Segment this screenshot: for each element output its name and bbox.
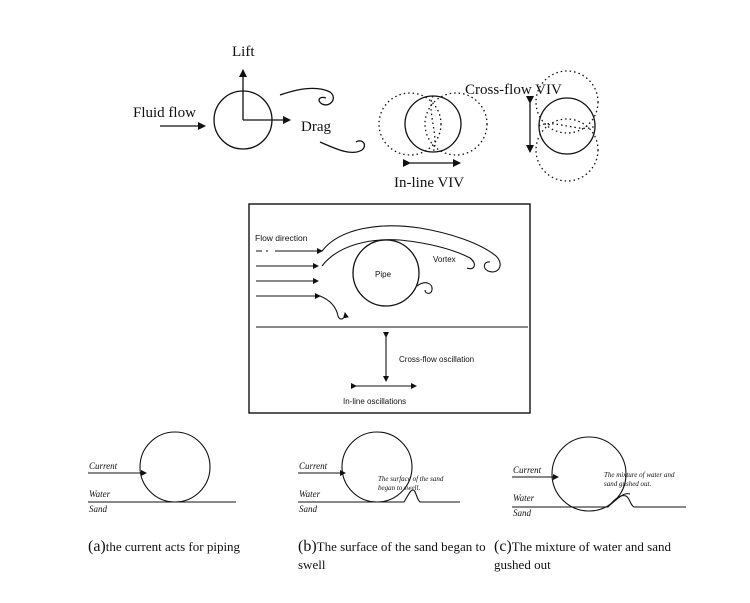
vortex-label: Vortex [433,255,456,264]
inline-viv-ghost-right [424,92,488,156]
middle-figure-frame [248,203,531,414]
crossflow-viv-ghost-top [535,70,599,134]
cross-flow-oscillation-label: Cross-flow oscillation [399,355,474,364]
panel-a-pipe [139,431,211,503]
crossflow-viv-ghost-bottom [535,118,599,182]
panel-c-note-line2: sand gushed out. [604,480,652,488]
lift-label: Lift [232,44,255,60]
panel-b-current-label: Current [299,461,328,471]
panel-b-water-label: Water [299,489,321,499]
in-line-viv-label: In-line VIV [394,175,464,191]
caption-a-text: the current acts for piping [105,539,241,554]
cross-flow-viv-label: Cross-flow VIV [465,82,562,98]
panel-b [298,431,460,503]
drag-label: Drag [301,119,331,135]
small-vortex [416,282,433,294]
panel-b-note-line1: The surface of the sand [378,475,444,483]
pipe-label: Pipe [375,270,392,279]
caption-a-letter: (a) [88,538,106,555]
inline-viv-ghost-left [378,92,442,156]
upper-streamline [321,225,501,273]
panel-b-note-line2: began to swell. [378,484,420,492]
panel-c-note-line1: The mixture of water and [604,471,675,479]
vortex-upper [279,87,334,106]
fluid-flow-label: Fluid flow [133,105,196,121]
panel-c-gush [609,493,631,506]
caption-c: (c)The mixture of water and sand gushed … [494,538,709,574]
caption-b-text: The surface of the sand began to swell [298,539,486,572]
cylinder [213,90,273,150]
caption-c-text: The mixture of water and sand gushed out [494,539,671,572]
lower-streamline [319,295,349,320]
panel-c-pipe [551,436,627,512]
caption-a: (a)the current acts for piping [88,538,278,556]
panel-a [88,431,236,503]
pipe-circle [352,239,420,307]
panel-a-sand-label: Sand [89,504,108,514]
middle-figure [248,203,531,414]
panel-c-current-label: Current [513,465,542,475]
flow-direction-label: Flow direction [255,233,308,243]
caption-b-letter: (b) [298,538,317,555]
in-line-oscillations-label: In-line oscillations [343,397,406,406]
inline-viv-center-dots [430,95,436,153]
panel-a-current-label: Current [89,461,118,471]
caption-c-letter: (c) [494,538,512,555]
panel-a-water-label: Water [89,489,111,499]
panel-b-seabed [298,489,460,503]
top-figure [160,69,599,182]
vortex-lower [319,140,366,154]
panel-c [512,436,686,512]
panel-b-sand-label: Sand [299,504,318,514]
panel-c-seabed [512,495,686,508]
panel-c-sand-label: Sand [513,508,532,518]
upper-streamline-inner [321,239,475,270]
caption-b: (b)The surface of the sand began to swel… [298,538,490,574]
panel-c-water-label: Water [513,493,535,503]
